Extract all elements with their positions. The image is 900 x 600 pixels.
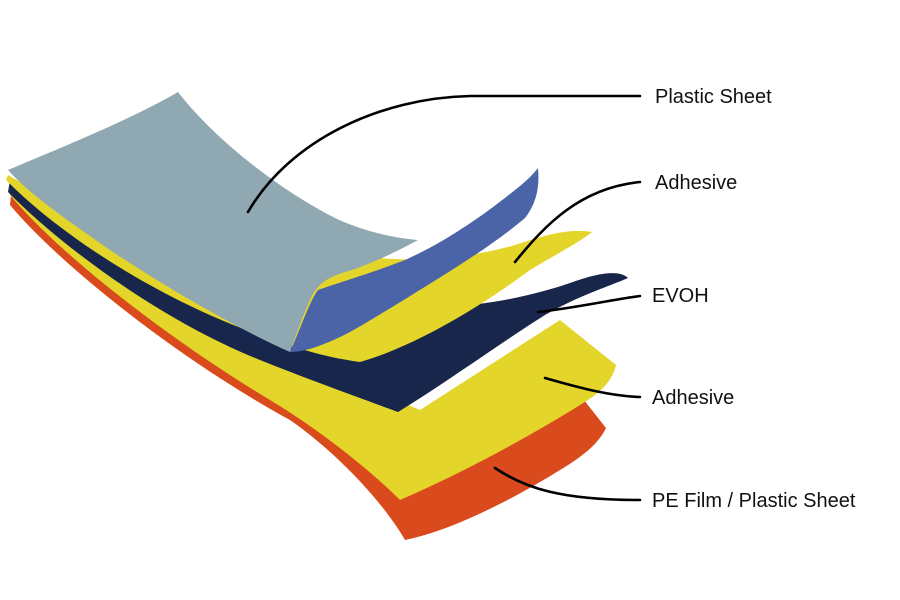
label-plastic-sheet: Plastic Sheet	[655, 86, 772, 108]
label-evoh: EVOH	[652, 285, 709, 307]
leader-line-adhesive-bottom	[543, 376, 642, 399]
leader-line-pe-film	[493, 466, 642, 502]
plastic-sheet-curl	[290, 168, 539, 352]
label-pe-film: PE Film / Plastic Sheet	[652, 490, 856, 512]
adhesive-lower-layer	[10, 178, 616, 500]
label-adhesive-bottom: Adhesive	[652, 387, 734, 409]
leader-line-evoh	[536, 294, 642, 314]
evoh-layer	[8, 180, 628, 412]
label-adhesive-top: Adhesive	[655, 172, 737, 194]
leader-line-adhesive-top	[513, 180, 642, 264]
leader-line-plastic-sheet	[246, 94, 642, 214]
plastic-sheet-layer	[8, 92, 418, 352]
